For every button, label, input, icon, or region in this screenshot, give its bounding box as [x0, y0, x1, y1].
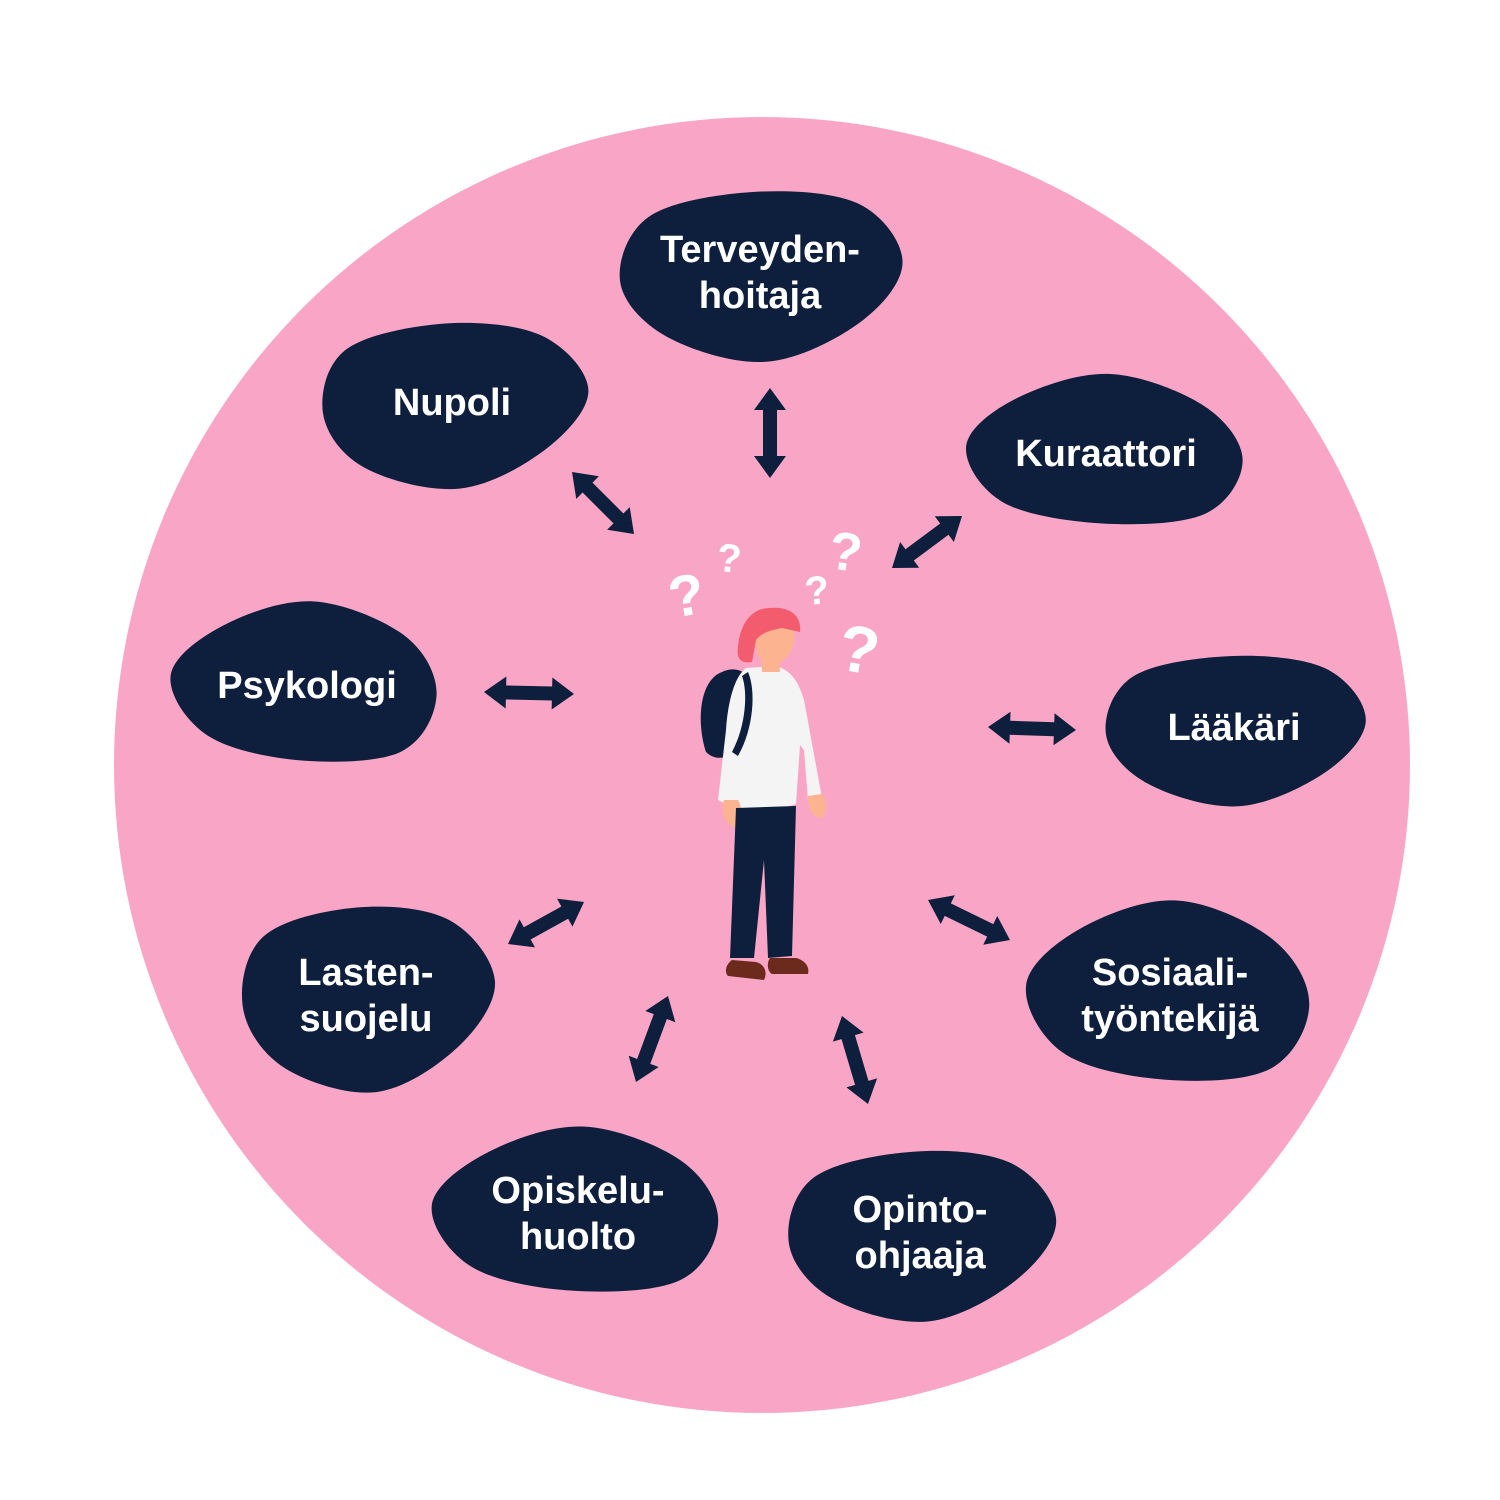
node-blob: [1105, 655, 1366, 807]
node-label: työntekijä: [1081, 998, 1259, 1040]
node-blob: [241, 906, 495, 1093]
node-opinto-ohjaaja: Opinto-ohjaaja: [788, 1150, 1057, 1322]
node-label: Terveyden-: [660, 229, 860, 271]
node-label: Nupoli: [393, 382, 511, 424]
node-psykologi: Psykologi: [170, 601, 437, 762]
node-opiskeluhuolto: Opiskelu-huolto: [431, 1126, 719, 1292]
node-laakari: Lääkäri: [1105, 655, 1366, 807]
double-arrow-icon: [572, 472, 634, 534]
double-arrow-icon: [988, 711, 1076, 746]
node-label: Kuraattori: [1015, 433, 1197, 475]
node-terveydenhoitaja: Terveyden-hoitaja: [619, 191, 903, 363]
node-nupoli: Nupoli: [322, 322, 589, 490]
pants: [730, 806, 796, 958]
right-hand: [808, 794, 826, 818]
double-arrow-icon: [628, 996, 676, 1083]
node-blob: [1025, 900, 1310, 1081]
double-arrow-icon: [507, 898, 584, 948]
node-kuraattori: Kuraattori: [966, 374, 1243, 525]
hair: [737, 607, 801, 663]
node-label: Lasten-: [298, 952, 433, 994]
double-arrow-icon: [484, 676, 574, 710]
node-label: Opinto-: [852, 1189, 987, 1231]
question-mark-icon: ?: [715, 536, 743, 582]
node-label: Lääkäri: [1167, 707, 1300, 749]
node-lastensuojelu: Lasten-suojelu: [241, 906, 495, 1093]
node-blob: [170, 601, 437, 762]
node-blob: [431, 1126, 719, 1292]
node-label: ohjaaja: [855, 1235, 987, 1277]
double-arrow-icon: [892, 516, 962, 568]
double-arrow-icon: [754, 388, 786, 478]
backpack-strap: [732, 672, 753, 756]
right-shoe: [767, 958, 809, 974]
node-label: suojelu: [299, 998, 432, 1040]
node-label: Opiskelu-: [491, 1170, 664, 1212]
shirt: [718, 666, 822, 810]
node-blob: [966, 374, 1243, 525]
double-arrow-icon: [928, 895, 1011, 945]
arrows-layer: [484, 388, 1076, 1105]
node-blob: [788, 1150, 1057, 1322]
node-label: huolto: [520, 1216, 636, 1258]
node-blob: [619, 191, 903, 363]
nodes-layer: Terveyden-hoitajaKuraattoriLääkäriSosiaa…: [170, 191, 1366, 1322]
question-mark-icon: ?: [803, 568, 831, 614]
node-label: Sosiaali-: [1092, 952, 1248, 994]
double-arrow-icon: [832, 1016, 878, 1105]
node-sosiaalityontekija: Sosiaali-työntekijä: [1025, 900, 1310, 1081]
node-blob: [322, 322, 589, 490]
node-label: hoitaja: [699, 275, 822, 317]
left-shoe: [725, 960, 766, 980]
student-with-backpack-icon: [700, 607, 826, 980]
node-label: Psykologi: [217, 665, 397, 707]
